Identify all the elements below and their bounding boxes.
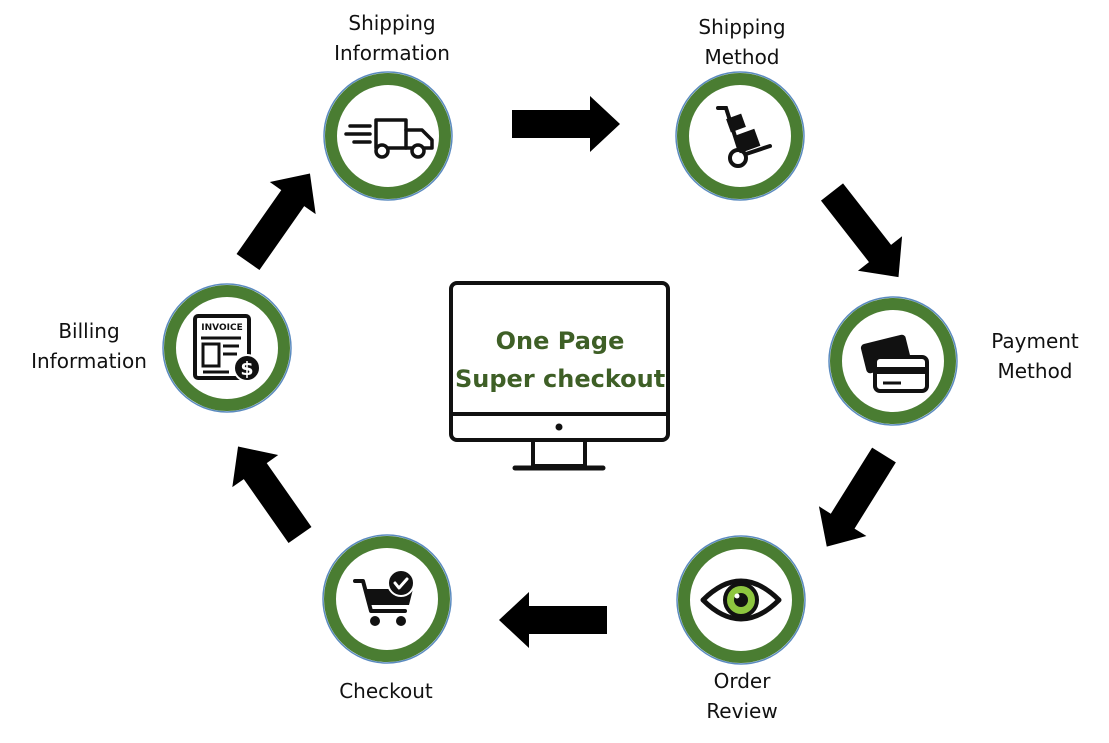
dollar-icon: $ [240,358,253,380]
label-shipping-method-line-2: Method [704,45,780,69]
hand-truck-icon [716,106,772,168]
label-payment-method-line-1: Payment [991,329,1079,353]
monitor-icon [449,281,670,471]
step-billing-information: INVOICE $ [162,283,292,413]
label-checkout-line-1: Checkout [339,679,433,703]
label-shipping-information-line-2: Information [334,41,450,65]
arrow-billing-to-shipping-info [225,157,333,279]
arrow-order-review-to-checkout [499,592,607,648]
label-billing-information: Billing Information [14,316,164,376]
step-checkout [322,534,452,664]
label-order-review: Order Review [672,666,812,726]
label-payment-method-line-2: Method [997,359,1073,383]
label-shipping-information: Shipping Information [312,8,472,68]
label-shipping-method: Shipping Method [662,12,822,72]
label-order-review-line-1: Order [713,669,771,693]
step-shipping-method [675,71,805,201]
step-order-review [676,535,806,665]
label-billing-information-line-1: Billing [58,319,120,343]
arrow-checkout-to-billing [215,430,323,552]
invoice-icon-text: INVOICE [201,323,242,333]
label-billing-information-line-2: Information [31,349,147,373]
invoice-icon: INVOICE $ [193,314,261,382]
arrow-shipping-info-to-method [512,96,620,152]
label-payment-method: Payment Method [965,326,1105,386]
eye-icon [700,578,782,622]
label-shipping-information-line-1: Shipping [348,11,436,35]
center-title-line-1: One Page [495,327,625,355]
step-payment-method [828,296,958,426]
center-title: One Page Super checkout [455,322,665,398]
step-shipping-information [323,71,453,201]
arrow-shipping-method-to-payment [809,174,921,295]
center-title-line-2: Super checkout [455,365,666,393]
cart-check-icon [353,569,415,626]
arrow-payment-to-order-review [803,440,908,562]
credit-card-icon [860,334,929,393]
label-checkout: Checkout [316,676,456,706]
truck-icon [344,118,434,159]
label-shipping-method-line-1: Shipping [698,15,786,39]
label-order-review-line-2: Review [706,699,778,723]
